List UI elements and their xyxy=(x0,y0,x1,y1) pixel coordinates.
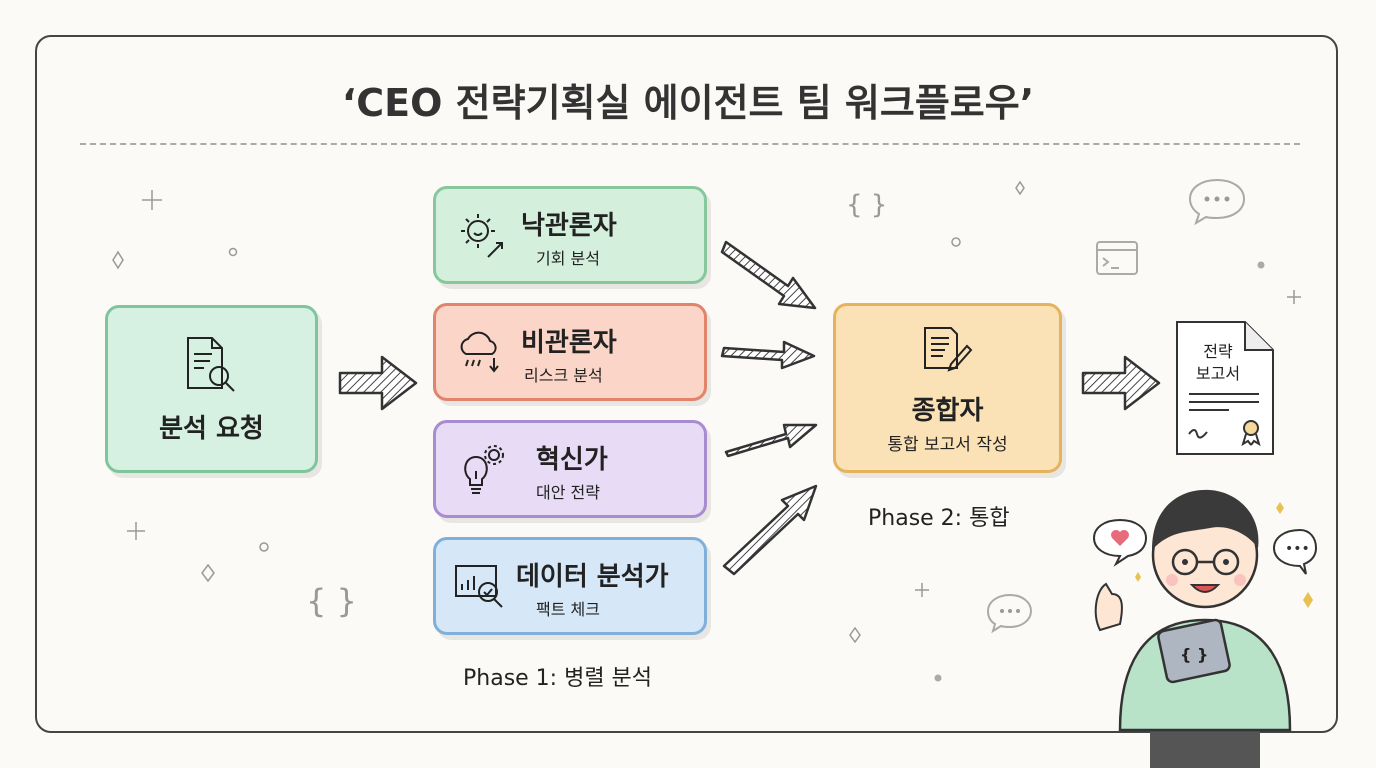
agent-title: 비관론자 xyxy=(521,328,617,358)
braces-icon: { } xyxy=(846,190,887,220)
arrow-innovator-to-synth xyxy=(724,423,818,458)
developer-character-illustration: { } ••• xyxy=(1092,489,1318,768)
request-label: 분석 요청 xyxy=(159,414,264,444)
title-divider xyxy=(80,143,1300,145)
agent-box-pessimist: 비관론자 리스크 분석 xyxy=(433,303,707,401)
diagram-title: ‘CEO 전략기획실 에이전트 팀 워크플로우’ xyxy=(341,81,1035,125)
terminal-icon xyxy=(1096,241,1138,275)
agent-title: 낙관론자 xyxy=(521,211,617,241)
braces-icon: { } xyxy=(306,582,357,620)
agent-subtitle: 팩트 체크 xyxy=(536,600,600,619)
chat-bubble-icon xyxy=(1188,178,1246,226)
phase2-label: Phase 2: 통합 xyxy=(868,506,1010,531)
arrow-pessimist-to-synth xyxy=(720,340,816,370)
report-title-line2: 보고서 xyxy=(1195,364,1241,383)
arrow-optimist-to-synth xyxy=(720,240,817,310)
synthesizer-subtitle: 통합 보고서 작성 xyxy=(887,435,1008,455)
arrow-synth-to-report xyxy=(1081,355,1161,411)
agent-subtitle: 리스크 분석 xyxy=(524,366,603,385)
synthesizer-box: 종합자 통합 보고서 작성 xyxy=(833,303,1062,473)
sun-icon xyxy=(461,214,503,258)
agent-subtitle: 기회 분석 xyxy=(536,249,600,268)
document-pen-icon xyxy=(924,327,973,372)
rain-cloud-icon xyxy=(460,331,499,373)
agent-title: 혁신가 xyxy=(536,445,608,475)
analysis-request-box: 분석 요청 xyxy=(105,305,318,473)
phase1-label: Phase 1: 병렬 분석 xyxy=(463,666,653,691)
agent-box-optimist: 낙관론자 기회 분석 xyxy=(433,186,707,284)
diagram-frame xyxy=(35,35,1338,733)
agent-title: 데이터 분석가 xyxy=(516,562,669,592)
agent-box-innovator: 혁신가 대안 전략 xyxy=(433,420,707,518)
sparkle-decorations xyxy=(112,180,1301,644)
thinking-bubble-dots: ••• xyxy=(1285,541,1310,557)
chat-bubble-icon xyxy=(986,593,1033,634)
arrow-request-to-agents xyxy=(338,355,418,411)
lightbulb-gear-icon xyxy=(464,445,504,494)
agent-subtitle: 대안 전략 xyxy=(536,483,600,502)
tablet-braces: { } xyxy=(1180,645,1208,664)
arrow-analyst-to-synth xyxy=(722,484,818,576)
synthesizer-title: 종합자 xyxy=(911,396,984,426)
strategy-report-document: 전략 보고서 xyxy=(1175,320,1275,456)
chart-magnifier-icon xyxy=(455,565,503,608)
document-search-icon xyxy=(187,337,235,392)
report-title-line1: 전략 xyxy=(1203,342,1233,361)
agent-box-data-analyst: 데이터 분석가 팩트 체크 xyxy=(433,537,707,635)
